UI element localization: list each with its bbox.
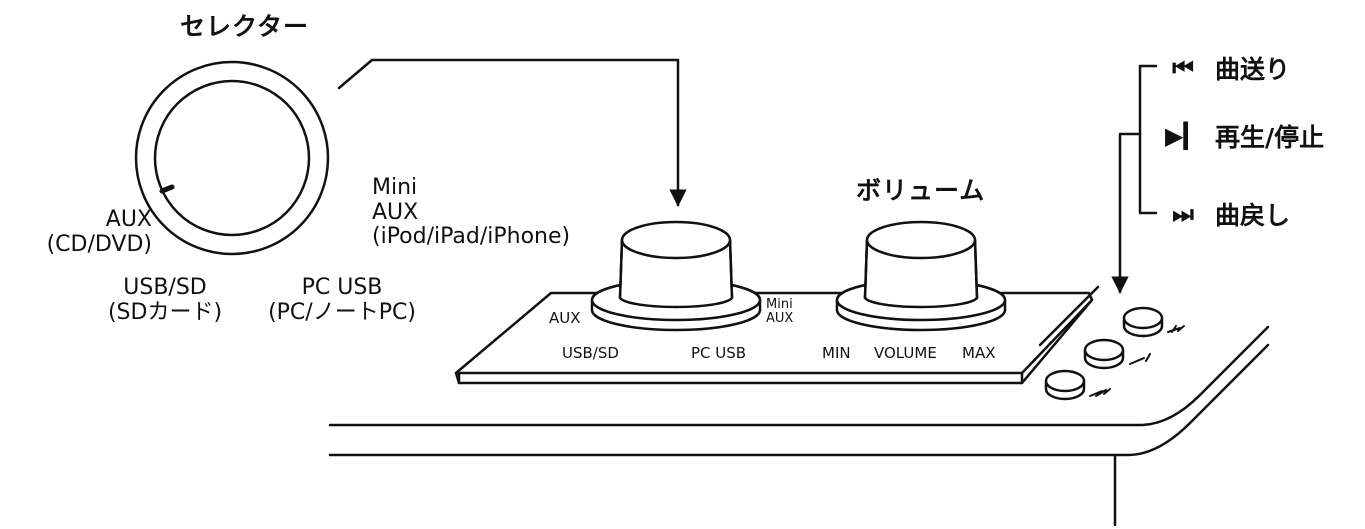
position-mini-aux-line1: Mini — [372, 175, 418, 200]
selector-knob — [590, 220, 762, 332]
control-next: ⏭ 曲戻し — [1165, 196, 1290, 232]
panel-mini-label-line1: Mini — [766, 297, 793, 312]
volume-title: ボリューム — [856, 176, 986, 205]
device-body — [328, 285, 1270, 527]
selector-pointer — [159, 184, 175, 194]
selector-title: セレクター — [180, 12, 310, 41]
position-aux-line1: AUX — [105, 207, 152, 232]
position-mini-aux-line3: (iPod/iPad/iPhone) — [372, 224, 571, 250]
position-pc-usb: PC USB (PC/ノートPC) — [262, 275, 422, 325]
control-prev: ⏮ 曲送り — [1165, 50, 1290, 86]
controls-bracket — [1111, 64, 1158, 294]
control-play: ▶▎ 再生/停止 — [1165, 118, 1324, 154]
position-usb-sd-line1: USB/SD — [123, 275, 207, 300]
selector-dial — [134, 60, 330, 256]
panel-mini-label-line2: AUX — [766, 310, 794, 326]
position-mini-aux: Mini AUX (iPod/iPad/iPhone) — [372, 175, 571, 250]
position-pc-usb-line1: PC USB — [301, 275, 383, 300]
panel-aux-label: AUX — [549, 309, 581, 327]
volume-knob — [835, 220, 1007, 332]
play-button — [1083, 338, 1151, 370]
position-usb-sd-line2: (SDカード) — [107, 299, 223, 325]
next-button — [1044, 369, 1111, 401]
transport-buttons — [1044, 306, 1185, 401]
panel-pc-usb-label: PC USB — [691, 344, 747, 362]
position-usb-sd: USB/SD (SDカード) — [100, 275, 230, 325]
prev-button — [1122, 306, 1185, 338]
control-play-label: 再生/停止 — [1215, 123, 1325, 152]
skip-forward-icon: ⏭ — [1172, 200, 1194, 228]
control-next-label: 曲戻し — [1215, 201, 1291, 230]
panel-mini-aux-label: Mini AUX — [766, 298, 793, 325]
position-aux: AUX (CD/DVD) — [26, 207, 152, 257]
skip-back-icon: ⏮ — [1172, 54, 1194, 82]
panel-max-label: MAX — [962, 344, 996, 362]
panel-usb-sd-label: USB/SD — [562, 344, 619, 362]
control-prev-label: 曲送り — [1215, 55, 1291, 84]
play-pause-icon: ▶▎ — [1165, 122, 1202, 150]
position-mini-aux-line2: AUX — [372, 199, 419, 225]
panel-min-label: MIN — [822, 344, 851, 362]
selector-arrow — [337, 58, 687, 207]
panel-volume-label: VOLUME — [874, 344, 937, 362]
position-pc-usb-line2: (PC/ノートPC) — [268, 299, 416, 325]
position-aux-line2: (CD/DVD) — [46, 231, 152, 257]
